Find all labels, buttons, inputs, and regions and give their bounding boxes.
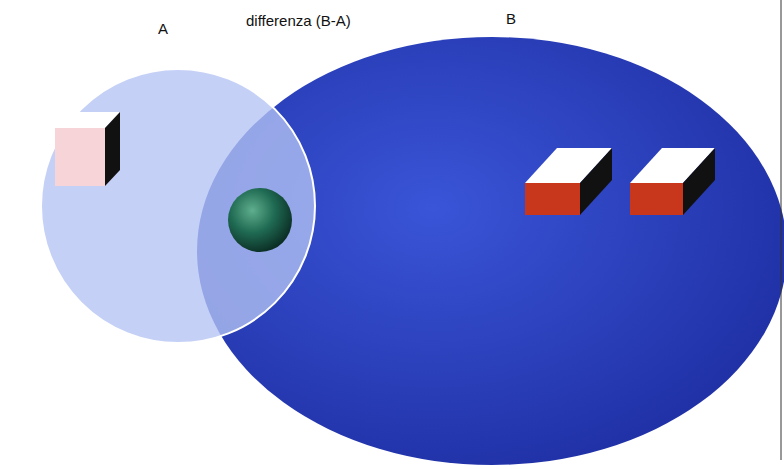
brick-side	[683, 148, 715, 215]
brick-side	[580, 148, 612, 215]
page-border	[781, 0, 782, 460]
brick-front	[525, 183, 580, 215]
set-label: A	[158, 20, 168, 37]
difference-label: differenza (B-A)	[246, 12, 351, 29]
sphere	[228, 188, 292, 252]
cube-side	[105, 112, 120, 186]
cube-front	[55, 128, 105, 186]
brick-front	[630, 183, 683, 215]
set-a-circle-fill	[41, 69, 315, 343]
set-label: B	[506, 10, 516, 27]
